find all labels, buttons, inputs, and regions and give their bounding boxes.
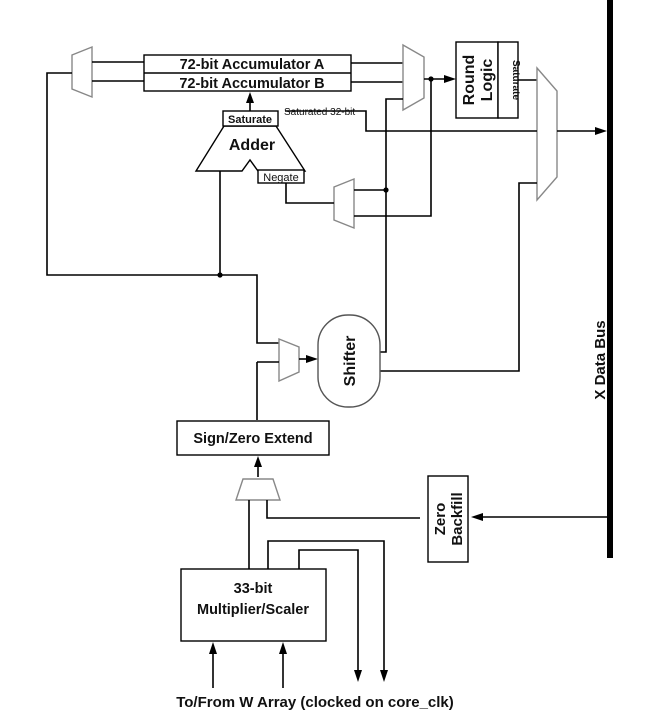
- arrow-to-round-logic: [444, 75, 456, 83]
- arrow-to-extend: [254, 456, 262, 467]
- output-mux: [536, 66, 558, 202]
- left-accumulator-mux: [71, 45, 93, 99]
- right-accumulator-mux: [402, 43, 425, 112]
- arrow-from-w-array-1: [209, 642, 217, 654]
- wire-shifter-to-output-mux: [380, 182, 537, 372]
- wire-to-w-array-1: [267, 540, 385, 670]
- wire-shifter-to-right-mux: [380, 98, 403, 353]
- sign-zero-extend-block: [176, 420, 330, 456]
- arrow-from-w-array-2: [279, 642, 287, 654]
- arrow-to-w-array-2: [380, 670, 388, 682]
- wire-to-w-array-2: [298, 549, 359, 670]
- adder-negate-label: Negate: [263, 172, 298, 184]
- wire-acc-to-right-mux: [351, 62, 403, 83]
- sign-zero-extend-label: Sign/Zero Extend: [193, 431, 312, 447]
- wire-extend-to-shifter-mux: [256, 361, 279, 420]
- multiplier-block: [180, 568, 327, 642]
- wire-saturated-32bit: [285, 110, 537, 132]
- junction-dot: [217, 272, 223, 278]
- wire-backfill-to-mux: [266, 500, 420, 519]
- x-data-bus-label: X Data Bus: [592, 320, 609, 399]
- arrow-to-bus: [595, 127, 607, 135]
- w-array-footer-label: To/From W Array (clocked on core_clk): [176, 694, 454, 711]
- zero-backfill-label-1: Zero: [432, 503, 449, 536]
- arrow-to-accumulator: [246, 92, 254, 103]
- adder-saturate-label: Saturate: [228, 114, 272, 126]
- zero-backfill-block: [427, 475, 469, 563]
- round-logic-label-2: Logic: [479, 59, 496, 102]
- round-logic-label-1: Round: [461, 55, 478, 106]
- arrow-to-w-array-1: [354, 670, 362, 682]
- saturated-32bit-label: Saturated 32-bit: [284, 107, 355, 118]
- accumulator-a-label: 72-bit Accumulator A: [180, 57, 325, 73]
- accumulator-b-label: 72-bit Accumulator B: [179, 76, 324, 92]
- arrow-to-backfill: [471, 513, 483, 521]
- shifter-label: Shifter: [342, 336, 359, 387]
- adder-block: Adder Saturate Negate: [194, 110, 307, 184]
- round-logic-block: Round Logic Saturate: [455, 41, 521, 119]
- wire-acc-to-left-mux: [92, 61, 144, 82]
- accumulator-block: 72-bit Accumulator A 72-bit Accumulator …: [143, 54, 352, 92]
- shifter-block: [317, 314, 381, 408]
- wire-left-mux-to-shifter-mux: [46, 72, 279, 344]
- shifter-input-mux: [278, 337, 300, 383]
- negate-mux: [333, 177, 355, 230]
- wire-acc-out-to-negate-mux: [386, 79, 432, 217]
- wire-negate-to-mux: [285, 183, 334, 204]
- round-saturate-label: Saturate: [510, 60, 521, 100]
- multiplier-label-1: 33-bit: [234, 581, 273, 597]
- bottom-input-mux: [235, 478, 281, 501]
- adder-label: Adder: [229, 137, 275, 154]
- arrow-to-shifter: [306, 355, 318, 363]
- x-data-bus: [607, 0, 613, 558]
- zero-backfill-label-2: Backfill: [449, 492, 466, 545]
- adder-negate-box: [257, 169, 305, 184]
- junction-dot: [383, 187, 389, 193]
- multiplier-label-2: Multiplier/Scaler: [197, 602, 309, 618]
